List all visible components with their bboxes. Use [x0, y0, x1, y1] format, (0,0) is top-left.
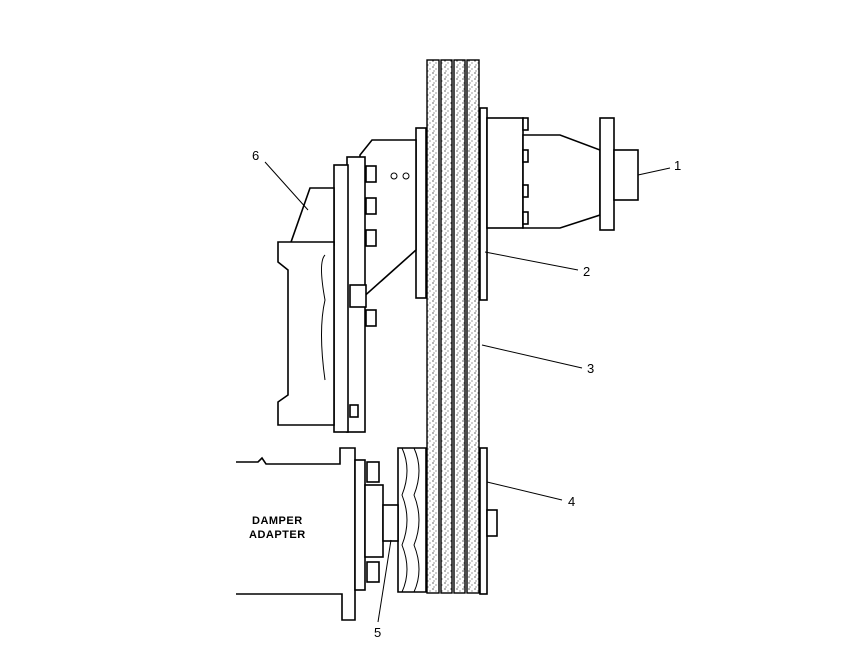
- bracket-plate: [359, 139, 417, 302]
- belt-1: [426, 59, 440, 594]
- leader-4: [486, 481, 563, 501]
- callout-1: 1: [674, 158, 681, 173]
- idler-support: [277, 241, 335, 426]
- bracket-bolt: [365, 309, 377, 327]
- belts: [426, 59, 480, 594]
- bracket-bolt: [365, 197, 377, 215]
- bracket-bolt: [365, 165, 377, 183]
- leader-3: [481, 344, 583, 369]
- hub-outer-flange: [599, 117, 615, 231]
- bracket-bolt: [365, 229, 377, 247]
- bracket-backplate: [333, 164, 349, 433]
- adapter-flange: [354, 459, 366, 591]
- hub-flange: [486, 117, 524, 229]
- adapter-spigot: [382, 504, 399, 542]
- hub-bolt: [522, 184, 529, 198]
- crank-pulley-rim: [479, 447, 488, 595]
- belt-3: [453, 59, 466, 594]
- leader-lines: [264, 161, 671, 623]
- driven-hub: [486, 117, 639, 231]
- adapter-outline: [236, 447, 356, 621]
- bracket-bolt: [349, 284, 367, 308]
- upper-pulley-face: [415, 127, 427, 299]
- hub-body: [522, 134, 601, 229]
- hub-bolt: [522, 149, 529, 163]
- support-contour: [321, 254, 326, 381]
- mounting-bracket: [277, 139, 417, 433]
- groove-line: [401, 447, 408, 593]
- bracket-hole: [390, 172, 398, 180]
- upper-pulley-rim: [479, 107, 488, 301]
- bracket-hole: [402, 172, 410, 180]
- adapter-bolt: [366, 461, 380, 483]
- hub-bolt: [522, 117, 529, 131]
- leader-1: [637, 167, 671, 176]
- adapter-bolt: [366, 561, 380, 583]
- callout-4: 4: [568, 494, 575, 509]
- hub-bolt: [522, 211, 529, 225]
- callout-5: 5: [374, 625, 381, 640]
- crank-hub-stub: [486, 509, 498, 537]
- damper-label-line1: DAMPER: [252, 515, 303, 527]
- callout-3: 3: [587, 361, 594, 376]
- crank-pulley-grooves: [397, 447, 427, 593]
- belt-4: [466, 59, 480, 594]
- hub-shaft: [613, 149, 639, 201]
- groove-line: [413, 447, 420, 593]
- callout-6: 6: [252, 148, 259, 163]
- belt-2: [440, 59, 453, 594]
- leader-6: [264, 161, 309, 211]
- leader-5: [377, 539, 392, 623]
- damper-adapter: [236, 447, 399, 621]
- crank-pulley: [397, 447, 498, 595]
- bracket-bolt: [349, 404, 359, 418]
- callout-2: 2: [583, 264, 590, 279]
- adapter-hub: [364, 484, 384, 558]
- damper-label-line2: ADAPTER: [249, 529, 306, 541]
- leader-2: [484, 251, 579, 271]
